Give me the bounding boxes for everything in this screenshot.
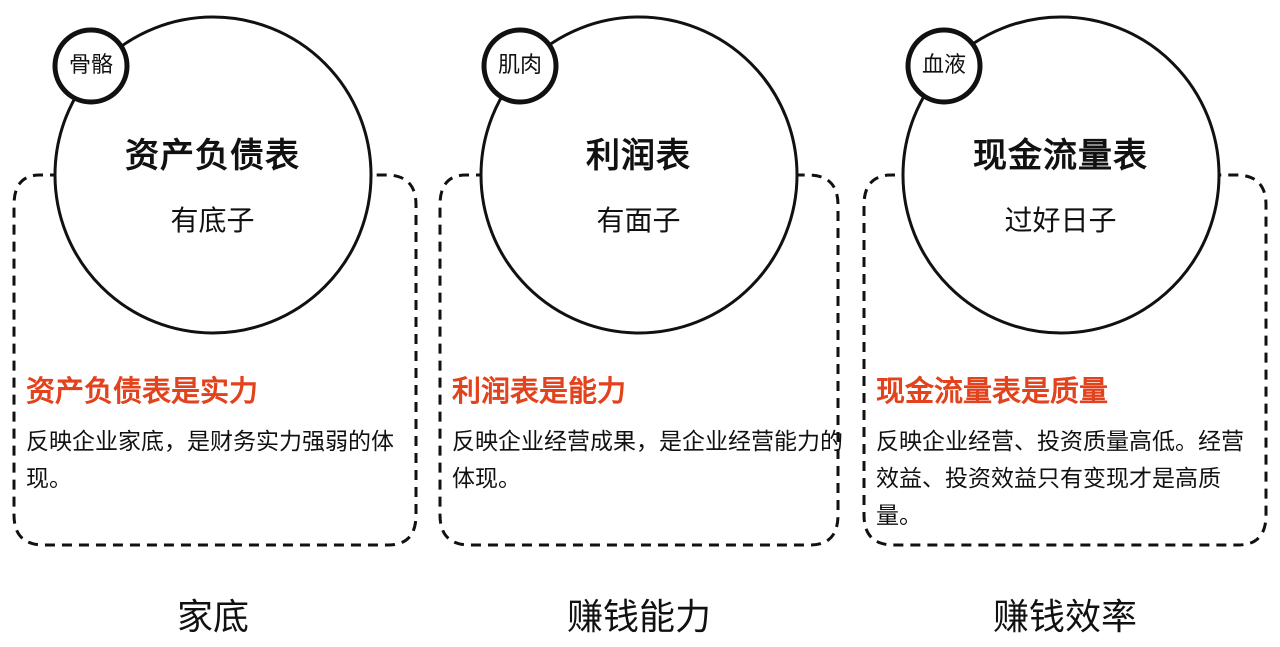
main-circle: [901, 15, 1221, 335]
main-circle: [53, 15, 373, 335]
card-frame: [438, 15, 840, 547]
card-highlight: 资产负债表是实力: [26, 374, 259, 408]
badge-label: 骨骼: [68, 53, 113, 78]
card-title: 资产负债表: [125, 136, 300, 176]
card-frame: [862, 15, 1268, 547]
card-highlight: 利润表是能力: [452, 374, 627, 408]
card-cash-flow-statement: 血液 现金流量表 过好日子 现金流量表是质量 反映企业经营、投资质量高低。经营效…: [852, 0, 1278, 647]
badge-label: 肌肉: [497, 53, 542, 78]
badge-label: 血液: [921, 53, 966, 78]
card-subtitle: 有面子: [596, 204, 681, 237]
card-description: 反映企业经营成果，是企业经营能力的体现。: [452, 429, 843, 492]
card-description: 反映企业经营、投资质量高低。经营效益、投资效益只有变现才是高质量。: [876, 429, 1244, 529]
card-title: 利润表: [586, 136, 691, 176]
card-title: 现金流量表: [973, 136, 1148, 176]
main-circle: [479, 15, 799, 335]
card-description: 反映企业家底，是财务实力强弱的体现。: [26, 429, 394, 492]
card-frame: [12, 15, 418, 547]
card-income-statement: 肌肉 利润表 有面子 利润表是能力 反映企业经营成果，是企业经营能力的体现。 赚…: [426, 0, 852, 647]
dashed-rounded-panel: [12, 173, 418, 547]
card-footer-label: 赚钱能力: [566, 597, 711, 638]
card-footer-label: 家底: [176, 597, 249, 638]
badge-circle: [905, 27, 983, 105]
card-subtitle: 有底子: [170, 204, 255, 237]
card-highlight: 现金流量表是质量: [876, 374, 1109, 408]
badge-circle: [481, 27, 559, 105]
card-subtitle: 过好日子: [1004, 204, 1117, 237]
card-footer-label: 赚钱效率: [992, 597, 1137, 638]
badge-circle: [52, 27, 130, 105]
card-balance-sheet: 骨骼 资产负债表 有底子 资产负债表是实力 反映企业家底，是财务实力强弱的体现。…: [0, 0, 426, 647]
dashed-rounded-panel: [862, 173, 1268, 547]
